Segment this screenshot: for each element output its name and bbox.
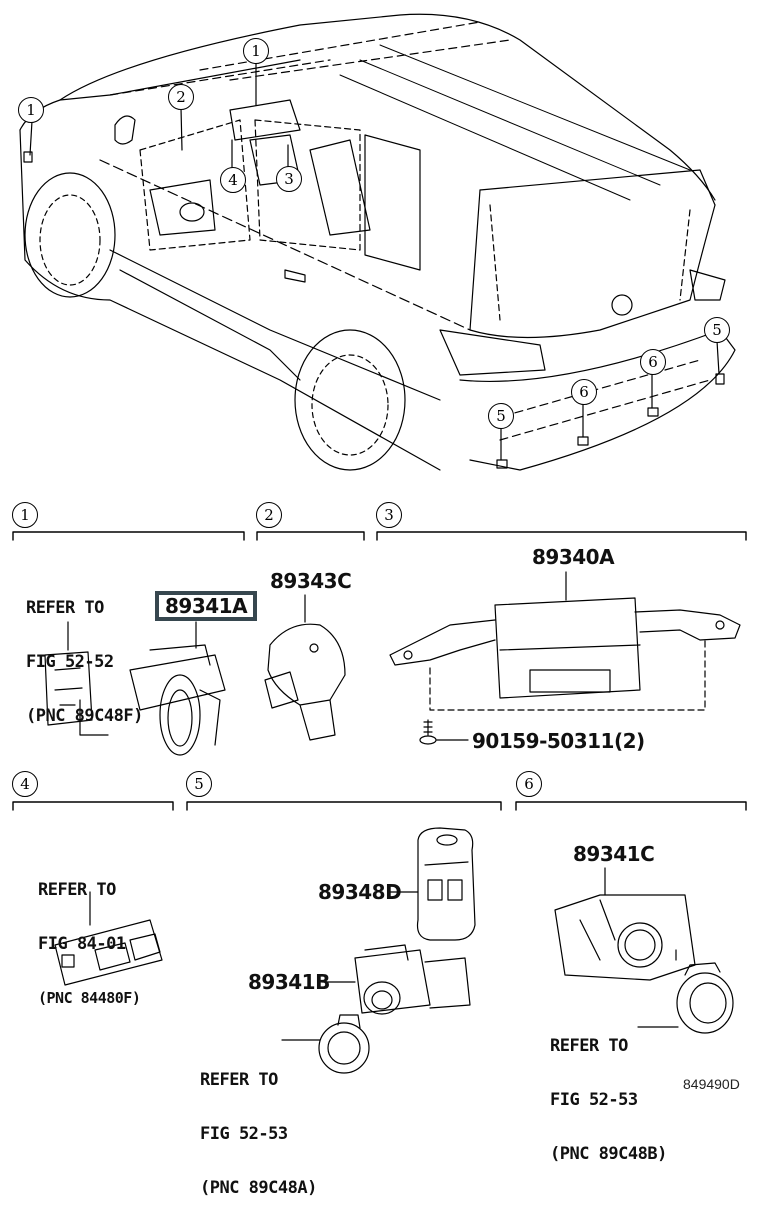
section-1-refer-note: REFER TO FIG 52-52 (PNC 89C48F) [26, 563, 143, 743]
refer-line: REFER TO [200, 1070, 278, 1090]
overview-callout-1-roof: 1 [243, 38, 269, 64]
section-2-artwork [264, 594, 346, 741]
part-90159-50311[interactable]: 90159-50311(2) [472, 729, 645, 753]
part-number: 89341A [165, 594, 248, 618]
refer-line: REFER TO [38, 880, 116, 900]
part-89341B[interactable]: 89341B [248, 970, 330, 994]
section-brackets [12, 531, 747, 811]
section-5-artwork [281, 827, 476, 1074]
part-89343C[interactable]: 89343C [270, 569, 352, 593]
section-1-artwork [44, 621, 226, 756]
overview-callout-4: 4 [220, 167, 246, 193]
refer-line: REFER TO [26, 598, 104, 618]
part-89348D[interactable]: 89348D [318, 880, 402, 904]
part-89341C[interactable]: 89341C [573, 842, 655, 866]
section-4-refer-note: REFER TO FIG 84-01 (PNC 84480F) [38, 845, 141, 1025]
refer-fig-line: FIG 52-53 [200, 1124, 288, 1144]
section-5-refer-note: REFER TO FIG 52-53 (PNC 89C48A) [200, 1035, 317, 1215]
section-6-refer-note: REFER TO FIG 52-53 (PNC 89C48B) [550, 1001, 667, 1181]
part-89340A[interactable]: 89340A [532, 545, 615, 569]
refer-pnc-line: (PNC 89C48A) [200, 1178, 317, 1198]
section-number-6: 6 [516, 771, 542, 797]
section-number-3: 3 [376, 502, 402, 528]
section-4-artwork [54, 891, 163, 986]
figure-code: 849490D [683, 1076, 740, 1092]
refer-line: REFER TO [550, 1036, 628, 1056]
overview-callout-5-left: 5 [488, 403, 514, 429]
overview-callout-3: 3 [276, 166, 302, 192]
section-6-artwork [554, 867, 734, 1034]
refer-fig-line: FIG 84-01 [38, 934, 126, 954]
refer-fig-line: FIG 52-53 [550, 1090, 638, 1110]
refer-pnc-line: (PNC 89C48B) [550, 1144, 667, 1164]
section-number-2: 2 [256, 502, 282, 528]
section-number-1: 1 [12, 502, 38, 528]
section-number-5: 5 [186, 771, 212, 797]
overview-callout-1-front: 1 [18, 97, 44, 123]
overview-callout-6-right: 6 [640, 349, 666, 375]
vehicle-illustration [19, 13, 736, 471]
section-number-4: 4 [12, 771, 38, 797]
refer-pnc-line: (PNC 84480F) [38, 989, 141, 1007]
refer-fig-line: FIG 52-52 [26, 652, 114, 672]
parts-diagram-artwork [12, 13, 747, 1074]
refer-pnc-line: (PNC 89C48F) [26, 706, 143, 726]
overview-callout-2: 2 [168, 84, 194, 110]
section-3-artwork [389, 571, 741, 745]
part-89341A-highlighted[interactable]: 89341A [155, 591, 258, 621]
overview-callout-6-left: 6 [571, 379, 597, 405]
overview-callout-5-right: 5 [704, 317, 730, 343]
